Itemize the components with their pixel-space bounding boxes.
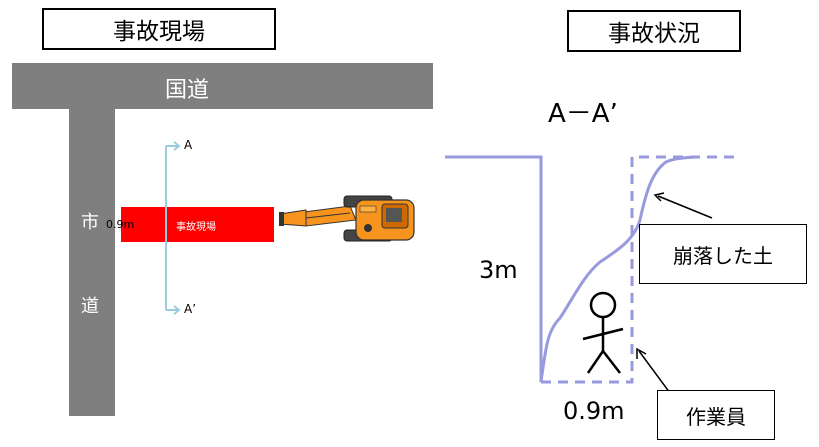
arrow-top-icon bbox=[173, 141, 181, 151]
depth-label: 3m bbox=[479, 256, 518, 284]
trench-outline bbox=[445, 155, 543, 382]
soil-callout-box: 崩落した土 bbox=[639, 224, 807, 284]
city-road bbox=[69, 107, 115, 416]
soil-callout-arrow bbox=[657, 195, 713, 219]
worker-callout-box: 作業員 bbox=[657, 390, 775, 440]
collapsed-soil-curve bbox=[539, 155, 701, 383]
width-label: 0.9m bbox=[563, 397, 625, 425]
city-road-label-bottom: 道 bbox=[81, 296, 99, 317]
section-title: A－A’ bbox=[548, 99, 618, 129]
city-road-label-top: 市 bbox=[81, 212, 99, 233]
soil-arrow-head-icon bbox=[653, 192, 665, 202]
worker-callout-arrow bbox=[638, 350, 671, 394]
arrow-bottom-icon bbox=[173, 305, 181, 315]
trench-width-label: 0.9m bbox=[106, 218, 135, 231]
scene-title: 事故現場 bbox=[113, 19, 205, 45]
accident-site bbox=[121, 207, 274, 242]
site-label: 事故現場 bbox=[176, 222, 216, 233]
worker-callout-label: 作業員 bbox=[686, 404, 746, 429]
worker-figure bbox=[582, 291, 624, 374]
section-marker-bottom: A’ bbox=[184, 302, 197, 316]
soil-callout-label: 崩落した土 bbox=[673, 243, 773, 268]
section-marker-top: A bbox=[184, 138, 193, 152]
worker-arrow-head-icon bbox=[636, 347, 647, 359]
national-road-label: 国道 bbox=[165, 78, 210, 103]
situation-title: 事故状況 bbox=[608, 21, 700, 47]
national-road bbox=[12, 63, 433, 109]
situation-title-box: 事故状況 bbox=[567, 10, 741, 52]
scene-title-box: 事故現場 bbox=[42, 8, 276, 50]
